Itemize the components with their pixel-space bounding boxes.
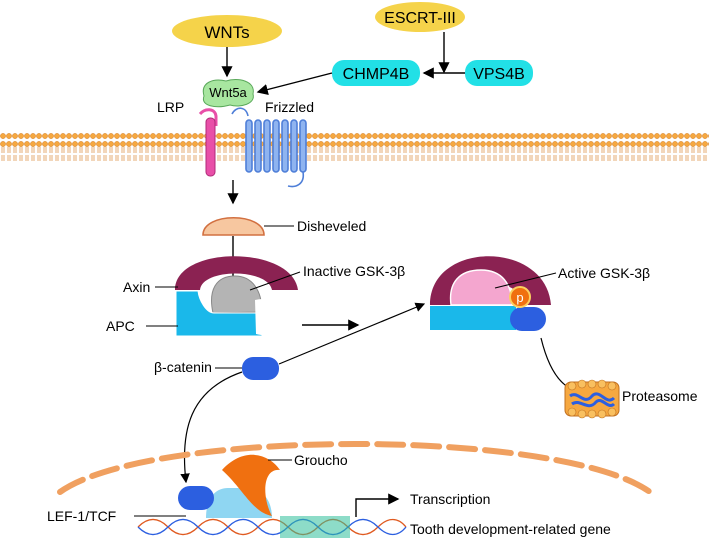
chmp4b-label: CHMP4B — [343, 66, 410, 83]
phosphate-label: p — [516, 290, 523, 305]
lef-label: LEF-1/TCF — [47, 508, 116, 524]
groucho-label: Groucho — [294, 452, 348, 468]
active-gsk-pointer — [494, 272, 557, 289]
lrp-label: LRP — [157, 99, 184, 115]
wnts-oval — [172, 15, 282, 47]
proteasome-label: Proteasome — [622, 388, 698, 404]
axin-label: Axin — [123, 279, 150, 295]
active-apc-shape — [430, 306, 516, 330]
frizzled-receptor — [231, 107, 307, 188]
inactive-gsk-pointer — [249, 271, 301, 291]
vps4b-box — [465, 60, 533, 86]
wnt5a-label: Wnt5a — [209, 85, 247, 100]
vps4b-label: VPS4B — [473, 66, 525, 83]
transcription-arrow — [355, 493, 400, 517]
active-beta-catenin — [510, 307, 546, 331]
inactive-gsk-label: Inactive GSK-3β — [303, 263, 405, 279]
wnt5a-blob — [202, 79, 254, 108]
axin-arc — [175, 256, 298, 290]
apc-label: APC — [106, 318, 135, 334]
gene-label: Tooth development-related gene — [410, 521, 611, 537]
nuclear-envelope — [57, 441, 653, 495]
beta-catenin-label: β-catenin — [154, 359, 212, 375]
groucho-shape — [222, 454, 280, 516]
dna-helix — [137, 518, 407, 536]
disheveled-label: Disheveled — [297, 218, 366, 234]
beta-catenin-to-complex-arrow — [278, 302, 426, 365]
lrp-receptor-body — [205, 117, 216, 177]
chmp4b-box — [332, 60, 420, 86]
active-gsk-label: Active GSK-3β — [558, 265, 650, 281]
proteasome-shape — [564, 379, 620, 419]
beta-catenin-to-nucleus-arrow — [180, 371, 243, 484]
wnts-label: WNTs — [204, 23, 249, 42]
target-gene-region — [280, 516, 350, 538]
escrt-label: ESCRT-III — [384, 10, 456, 27]
inactive-pocket — [255, 298, 290, 336]
cell-membrane — [0, 133, 709, 161]
inactive-gsk-shape — [211, 275, 263, 314]
chmp4b-to-wnt5a-arrow — [256, 72, 333, 95]
escrt-oval — [375, 2, 465, 32]
frizzled-label: Frizzled — [265, 99, 314, 115]
beta-catenin-shape — [242, 357, 279, 380]
nuclear-beta-catenin — [178, 486, 214, 510]
phosphate-circle — [509, 286, 531, 308]
transcription-label: Transcription — [410, 491, 490, 507]
lrp-receptor — [198, 108, 218, 126]
disheveled-shape — [202, 217, 265, 236]
